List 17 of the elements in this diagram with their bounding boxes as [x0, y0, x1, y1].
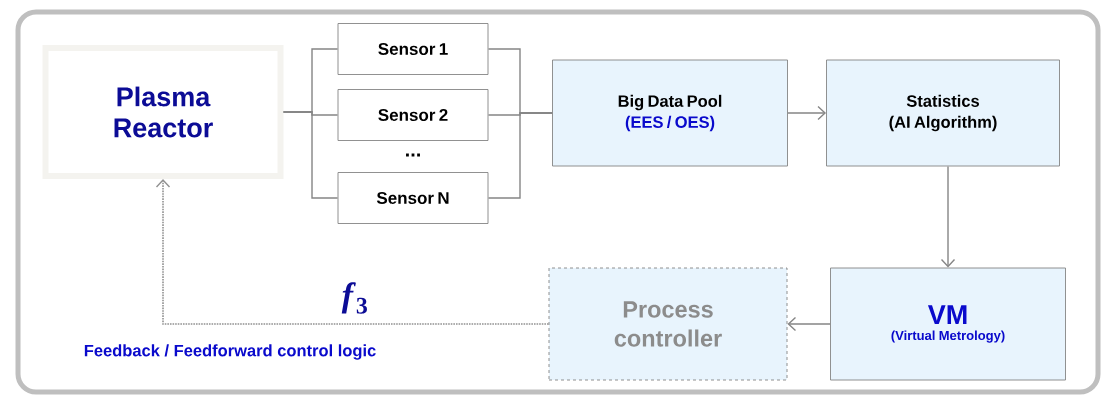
connector: [787, 105, 827, 121]
connector: [487, 112, 553, 199]
controller-box: Process controller: [548, 267, 788, 381]
data-pool-box: Big Data Pool (EES / OES): [552, 59, 788, 167]
ellipsis-dots: ...: [406, 153, 420, 157]
connector: [282, 111, 339, 199]
sensor-box: Sensor 2: [337, 89, 489, 141]
connector: [155, 179, 550, 325]
caption-text: Feedback / Feedforward control logic: [84, 344, 376, 360]
sensor-box: Sensor N: [337, 172, 489, 224]
vm-box: VM (Virtual Metrology): [830, 267, 1066, 381]
connector: [787, 316, 831, 332]
edge-label: f$_{3}$: [341, 282, 367, 314]
sensor-box: Sensor 1: [337, 23, 489, 75]
connector: [940, 165, 956, 268]
algorithm-box: Statistics (AI Algorithm): [826, 59, 1060, 167]
reactor-box: Plasma Reactor: [42, 45, 284, 179]
